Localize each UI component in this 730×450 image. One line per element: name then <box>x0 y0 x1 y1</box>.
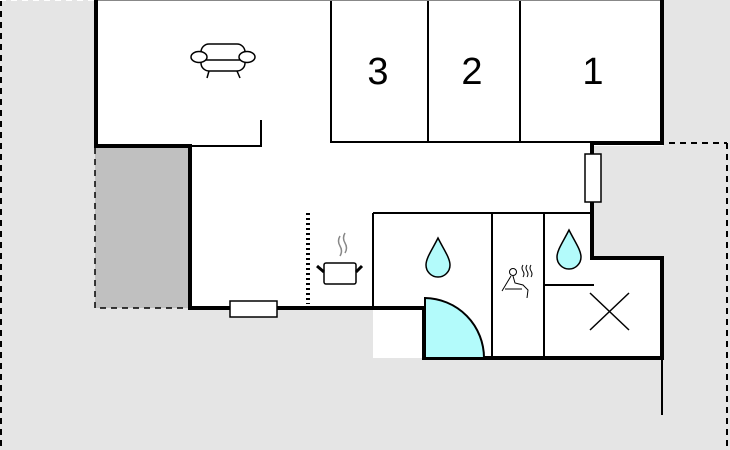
room-label-1: 1 <box>582 51 603 93</box>
cooking-pot-icon <box>316 232 364 285</box>
sauna-icon <box>501 264 533 299</box>
window-icon <box>229 300 278 318</box>
sofa-icon <box>190 43 256 79</box>
room-label-3: 3 <box>367 51 388 93</box>
door-arc-icon <box>424 296 486 359</box>
cross-icon <box>589 292 630 331</box>
water-drop-icon <box>556 228 582 270</box>
water-drop-icon <box>425 236 451 278</box>
shaded-terrace <box>94 145 191 309</box>
interior-walls <box>190 0 663 415</box>
interior <box>95 0 663 358</box>
room-label-2: 2 <box>461 51 482 93</box>
window-icon <box>584 153 602 203</box>
